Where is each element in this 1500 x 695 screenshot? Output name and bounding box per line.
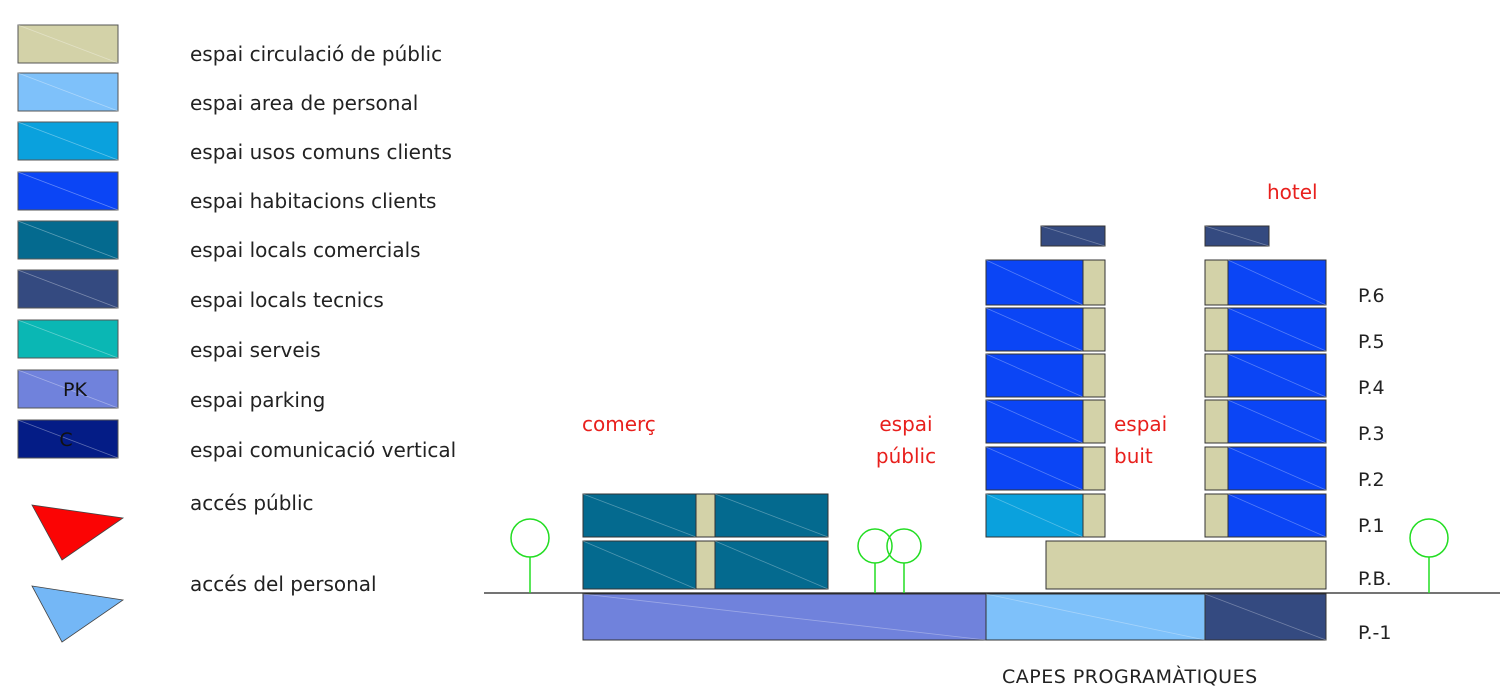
legend-label-area-personal: espai area de personal [190, 91, 419, 115]
personal-area-block [985, 593, 1206, 641]
hotel-left-tower [985, 225, 1106, 538]
legend-label-locals-comercials: espai locals comercials [190, 238, 421, 262]
level-label-pb: P.B. [1358, 568, 1392, 590]
level-label-p-1: P.-1 [1358, 622, 1392, 644]
level-label-p2: P.2 [1358, 469, 1385, 491]
legend-label-parking: espai parking [190, 388, 326, 412]
parking-code: PK [63, 379, 87, 401]
tree-icon [510, 518, 550, 593]
hotel-ground-block [1045, 540, 1327, 590]
zone-label-comerc: comerç [582, 412, 656, 436]
legend-swatch-area-personal [17, 72, 119, 112]
legend-label-serveis: espai serveis [190, 338, 321, 362]
legend-swatch-locals-tecnics [17, 269, 119, 309]
legend-label-comunicacio-vertical: espai comunicació vertical [190, 438, 457, 462]
commerce-building [582, 493, 829, 590]
legend-label-locals-tecnics: espai locals tecnics [190, 288, 384, 312]
legend-swatch-serveis [17, 319, 119, 359]
legend-swatch-habitacions [17, 171, 119, 211]
legend-label-habitacions: espai habitacions clients [190, 189, 437, 213]
tree-icon [886, 528, 922, 593]
technical-block [1204, 593, 1327, 641]
legend-swatches: PK C [17, 24, 119, 459]
legend-label-acces-public: accés públic [190, 491, 314, 515]
tree-icon [857, 528, 893, 593]
level-label-p4: P.4 [1358, 377, 1385, 399]
level-label-p1: P.1 [1358, 515, 1385, 537]
level-label-p5: P.5 [1358, 331, 1385, 353]
basement-level [582, 593, 1327, 641]
tree-icon [1409, 518, 1449, 593]
legend-swatch-parking: PK [17, 369, 119, 409]
legend-label-acces-personal: accés del personal [190, 572, 377, 596]
legend-swatch-comunicacio-vertical: C [17, 419, 119, 459]
diagram-caption: CAPES PROGRAMÀTIQUES [1002, 666, 1258, 688]
legend-swatch-locals-comercials [17, 220, 119, 260]
hotel-right-tower [1204, 225, 1327, 538]
level-label-p6: P.6 [1358, 285, 1385, 307]
legend-label-usos-comuns: espai usos comuns clients [190, 140, 452, 164]
parking-block [582, 593, 987, 641]
legend-label-circulacio: espai circulació de públic [190, 42, 443, 66]
legend-swatch-usos-comuns [17, 121, 119, 161]
legend-swatch-circulacio [17, 24, 119, 64]
red-triangle-icon [31, 504, 125, 561]
zone-label-hotel: hotel [1267, 180, 1318, 204]
level-label-p3: P.3 [1358, 423, 1385, 445]
blue-triangle-icon [31, 585, 125, 643]
comunicacio-code: C [59, 429, 72, 451]
